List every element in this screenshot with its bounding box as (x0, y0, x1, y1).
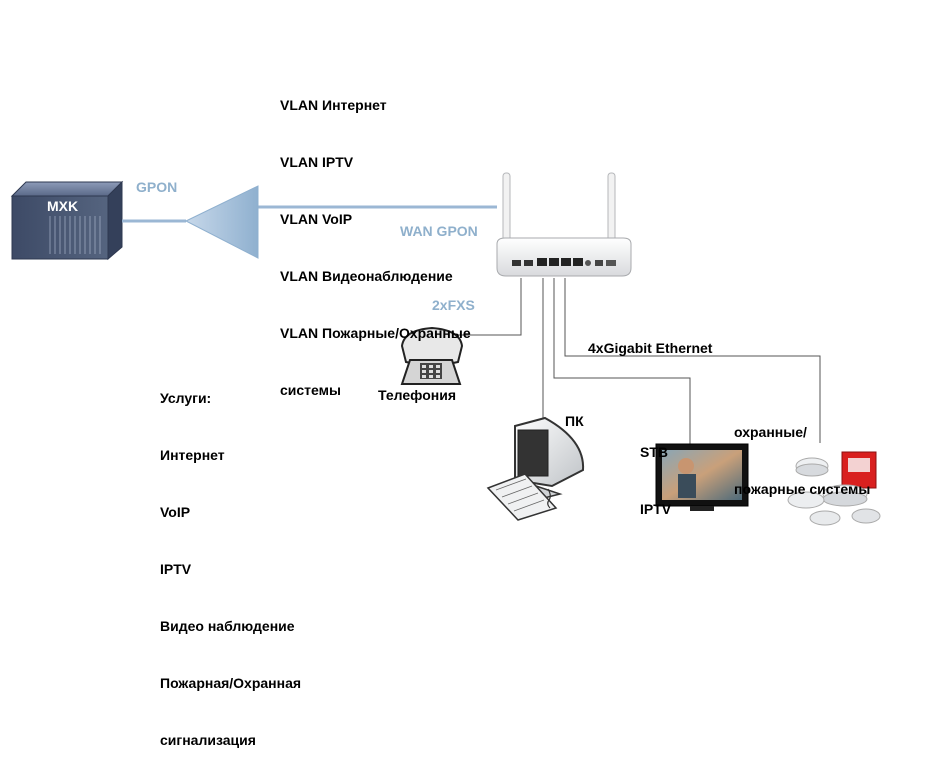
vlan-item: VLAN Пожарные/Охранные (280, 325, 471, 341)
splitter-icon (184, 185, 259, 259)
service-item: Видео наблюдение (160, 618, 295, 634)
vlan-list: VLAN Интернет VLAN IPTV VLAN VoIP VLAN В… (280, 58, 471, 419)
gigabit-label: 4xGigabit Ethernet (588, 340, 713, 356)
security-devices-icon (787, 451, 881, 526)
mxk-label: MXK (47, 198, 79, 214)
vlan-item: VLAN VoIP (280, 211, 353, 227)
pc-icon (486, 416, 585, 521)
stb-label: STB IPTV (640, 405, 671, 538)
services-list: Услуги: Интернет VoIP IPTV Видео наблюде… (160, 351, 301, 769)
vlan-item: VLAN Видеонаблюдение (280, 268, 453, 284)
service-item: Интернет (160, 447, 225, 463)
gpon-link (122, 205, 497, 223)
gpon-label: GPON (136, 179, 178, 195)
pc-label: ПК (565, 413, 584, 429)
stb-label-line: IPTV (640, 501, 672, 517)
services-heading: Услуги: (160, 390, 212, 406)
security-label-line: пожарные системы (734, 481, 871, 497)
ont-router-icon (496, 172, 632, 277)
telephone-icon (400, 326, 464, 385)
service-item: сигнализация (160, 732, 256, 748)
tv-icon (655, 443, 749, 511)
security-label-line: охранные/ (734, 424, 807, 440)
vlan-item: VLAN Интернет (280, 97, 387, 113)
telephony-label: Телефония (378, 387, 456, 403)
fxs-label: 2xFXS (432, 297, 475, 313)
vlan-item: системы (280, 382, 341, 398)
service-item: IPTV (160, 561, 192, 577)
security-label: охранные/ пожарные системы (734, 385, 870, 518)
wan-gpon-label: WAN GPON (400, 223, 478, 239)
vlan-item: VLAN IPTV (280, 154, 354, 170)
diagram-canvas (10, 172, 881, 526)
ont-connections (459, 278, 821, 444)
service-item: VoIP (160, 504, 191, 520)
service-item: Пожарная/Охранная (160, 675, 302, 691)
stb-label-line: STB (640, 444, 668, 460)
mxk-chassis-icon (10, 180, 124, 261)
